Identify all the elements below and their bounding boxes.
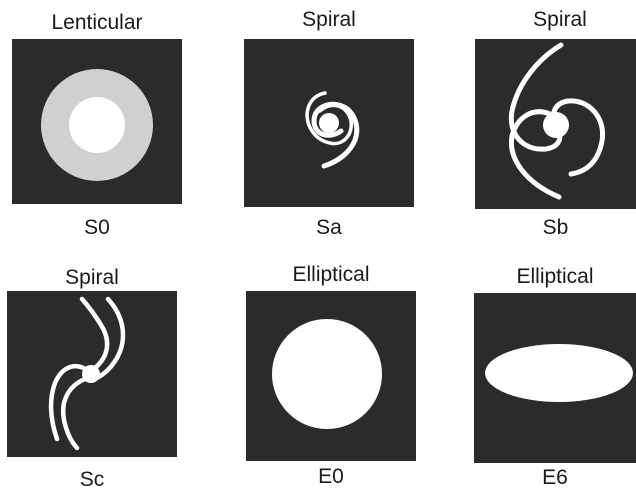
- sc-galaxy-panel: [7, 291, 177, 457]
- panel-title-sb: Spiral: [475, 8, 636, 32]
- panel-title-sc: Spiral: [7, 266, 177, 290]
- panel-code-e0: E0: [246, 465, 416, 489]
- panel-code-s0: S0: [12, 216, 182, 240]
- sa-bulge: [319, 113, 339, 133]
- lenticular-galaxy-panel: [12, 39, 182, 204]
- panel-code-e6: E6: [474, 466, 636, 490]
- spiral-sa-galaxy-icon: [244, 39, 414, 207]
- elliptical-e6-galaxy-icon: [474, 293, 636, 463]
- e0-galaxy-body: [272, 319, 382, 429]
- elliptical-e0-galaxy-icon: [246, 291, 416, 461]
- panel-title-e0: Elliptical: [246, 263, 416, 287]
- sc-spiral-arm: [63, 379, 85, 448]
- sc-spiral-arm: [97, 299, 123, 378]
- lenticular-galaxy-icon: [12, 39, 182, 204]
- panel-code-sb: Sb: [475, 216, 636, 240]
- lenticular-bulge: [69, 97, 125, 153]
- e0-galaxy-panel: [246, 291, 416, 461]
- sc-bulge: [82, 365, 100, 383]
- panel-title-sa: Spiral: [244, 8, 414, 32]
- sa-galaxy-panel: [244, 39, 414, 207]
- sb-galaxy-panel: [475, 39, 636, 209]
- panel-code-sa: Sa: [244, 216, 414, 240]
- e6-galaxy-panel: [474, 293, 636, 463]
- panel-title-s0: Lenticular: [12, 11, 182, 35]
- panel-title-e6: Elliptical: [474, 265, 636, 289]
- spiral-sb-galaxy-icon: [475, 39, 636, 209]
- panel-code-sc: Sc: [7, 468, 177, 492]
- sc-spiral-arm: [51, 366, 87, 439]
- spiral-sc-galaxy-icon: [7, 291, 177, 457]
- sb-bulge: [543, 112, 569, 138]
- e6-galaxy-body: [485, 344, 633, 402]
- sc-spiral-arm: [82, 299, 107, 368]
